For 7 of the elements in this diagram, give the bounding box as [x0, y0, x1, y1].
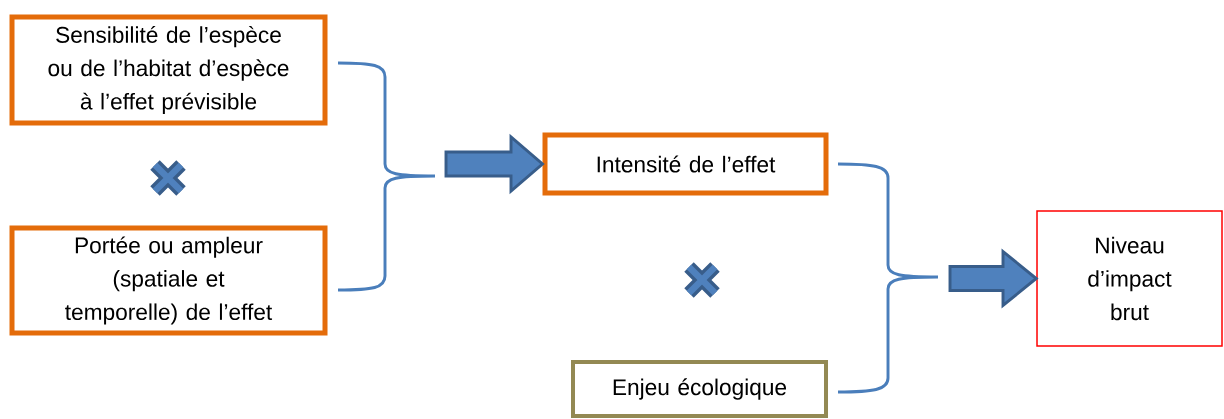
text-box: Enjeu écologique	[571, 360, 828, 418]
text-box: Sensibilité de l’espèce ou de l’habitat d’espèce à l’effet prévisible	[9, 14, 328, 126]
text-box: Intensité de l’effet	[542, 132, 829, 196]
block-arrow	[948, 248, 1039, 309]
block-arrow	[444, 133, 545, 195]
text-box: Portée ou ampleur (spatiale et temporelle) de l’effet	[9, 225, 328, 336]
text-box: Niveau d’impact brut	[1036, 210, 1223, 347]
